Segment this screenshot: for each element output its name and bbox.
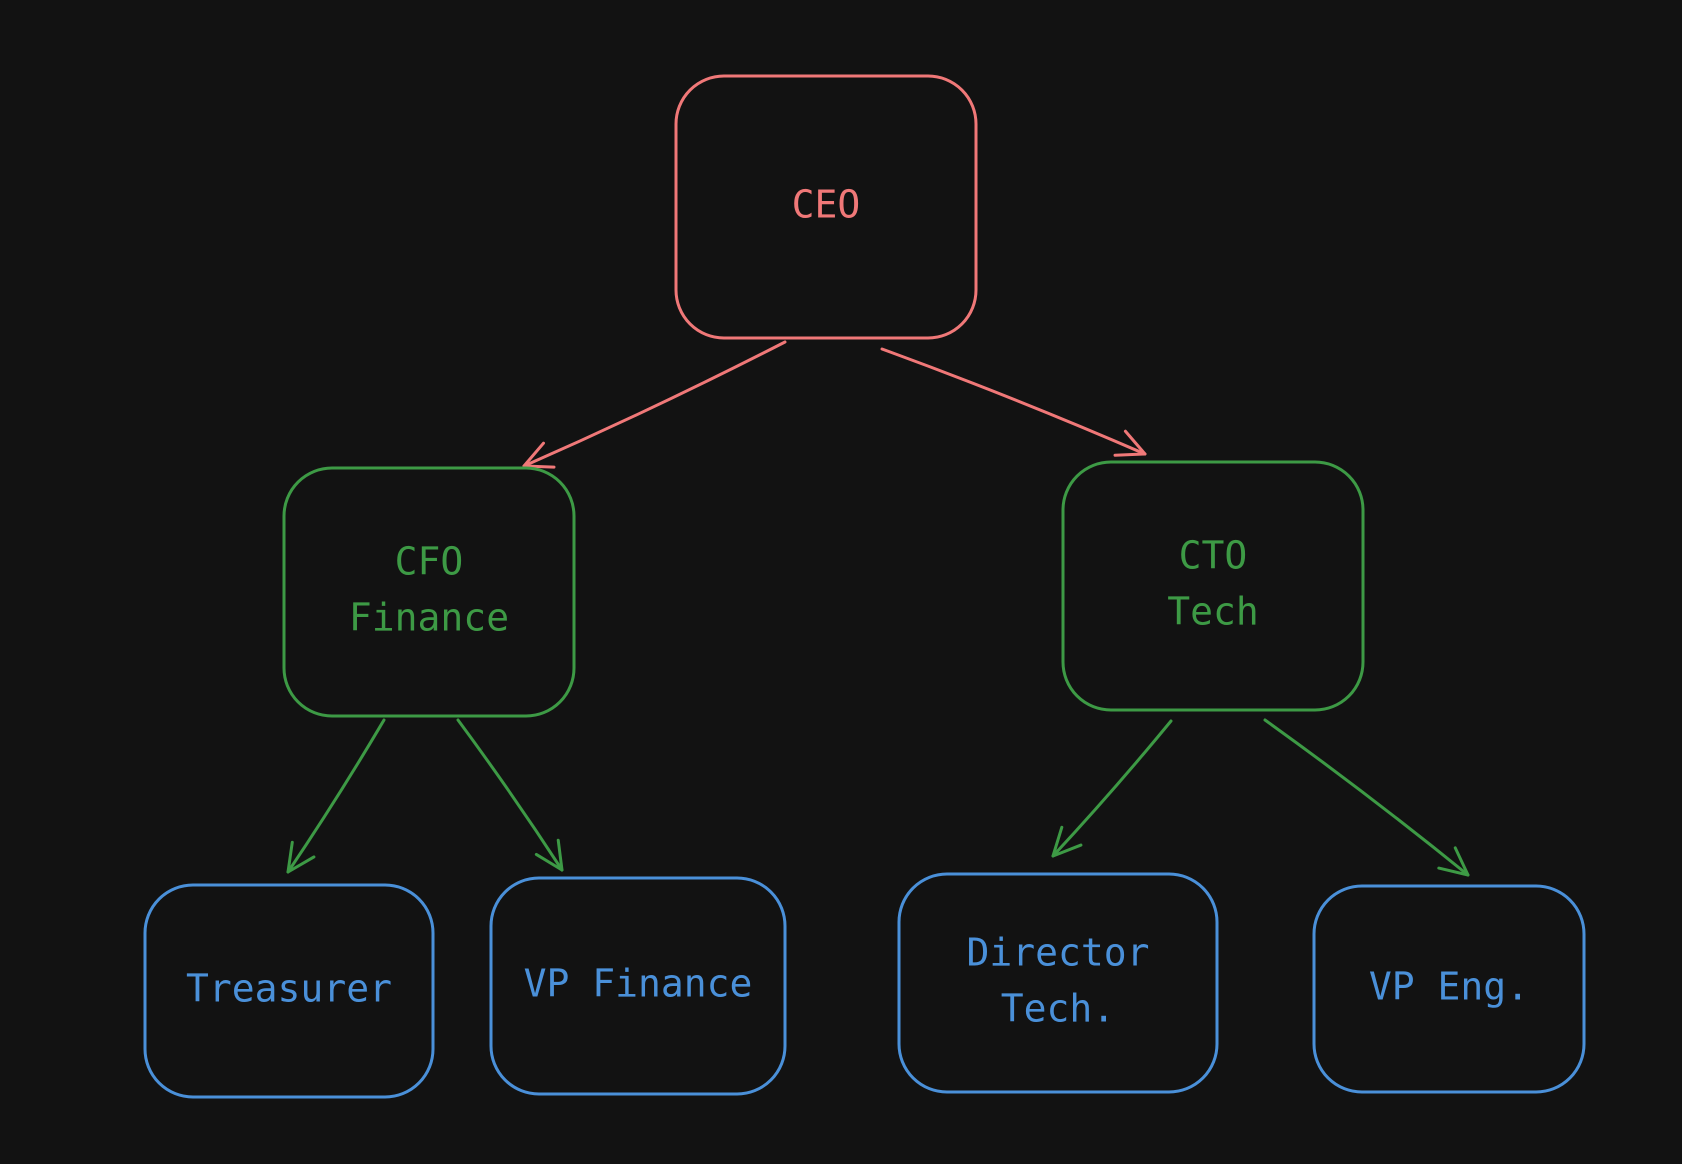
node-label: VP Eng.: [1369, 965, 1529, 1009]
edge-line: [286, 718, 386, 874]
edge-cto-to-vp-eng: [1263, 718, 1470, 877]
edge-line: [456, 718, 564, 872]
node-label: Tech: [1167, 590, 1259, 634]
node-label: Finance: [349, 596, 509, 640]
edge-ceo-to-cfo: [522, 340, 787, 469]
node-ceo[interactable]: CEO: [674, 74, 978, 340]
arrowhead: [1051, 825, 1083, 858]
node-label: Director: [966, 931, 1149, 975]
edge-line: [522, 340, 787, 468]
arrowhead: [522, 441, 556, 469]
node-box[interactable]: [897, 872, 1219, 1094]
arrowhead: [286, 840, 316, 874]
edge-cfo-to-treasurer: [286, 718, 386, 874]
node-label: CFO: [395, 540, 464, 584]
node-cto[interactable]: CTO Tech: [1061, 460, 1365, 712]
edge-ceo-to-cto: [880, 347, 1147, 457]
node-label: CEO: [792, 183, 861, 227]
edges-layer: [286, 340, 1470, 877]
node-vp-finance[interactable]: VP Finance: [489, 876, 787, 1096]
node-box[interactable]: [143, 883, 435, 1099]
edge-line: [1051, 719, 1173, 858]
edge-line: [1263, 718, 1470, 877]
arrowhead: [534, 838, 564, 872]
node-box[interactable]: [1061, 460, 1365, 712]
node-box[interactable]: [489, 876, 787, 1096]
node-label: Tech.: [1001, 987, 1115, 1031]
node-treasurer[interactable]: Treasurer: [143, 883, 435, 1099]
node-box[interactable]: [1312, 884, 1586, 1094]
node-label: Treasurer: [186, 967, 392, 1011]
arrowhead: [1437, 846, 1470, 877]
edge-line: [880, 347, 1147, 456]
edge-cfo-to-vp-finance: [456, 718, 564, 872]
node-label: CTO: [1179, 534, 1248, 578]
arrowhead: [1113, 429, 1147, 457]
node-box[interactable]: [282, 466, 576, 718]
edge-cto-to-director-tech: [1051, 719, 1173, 858]
node-label: VP Finance: [524, 962, 753, 1006]
node-cfo[interactable]: CFO Finance: [282, 466, 576, 718]
node-vp-eng[interactable]: VP Eng.: [1312, 884, 1586, 1094]
node-box[interactable]: [674, 74, 978, 340]
